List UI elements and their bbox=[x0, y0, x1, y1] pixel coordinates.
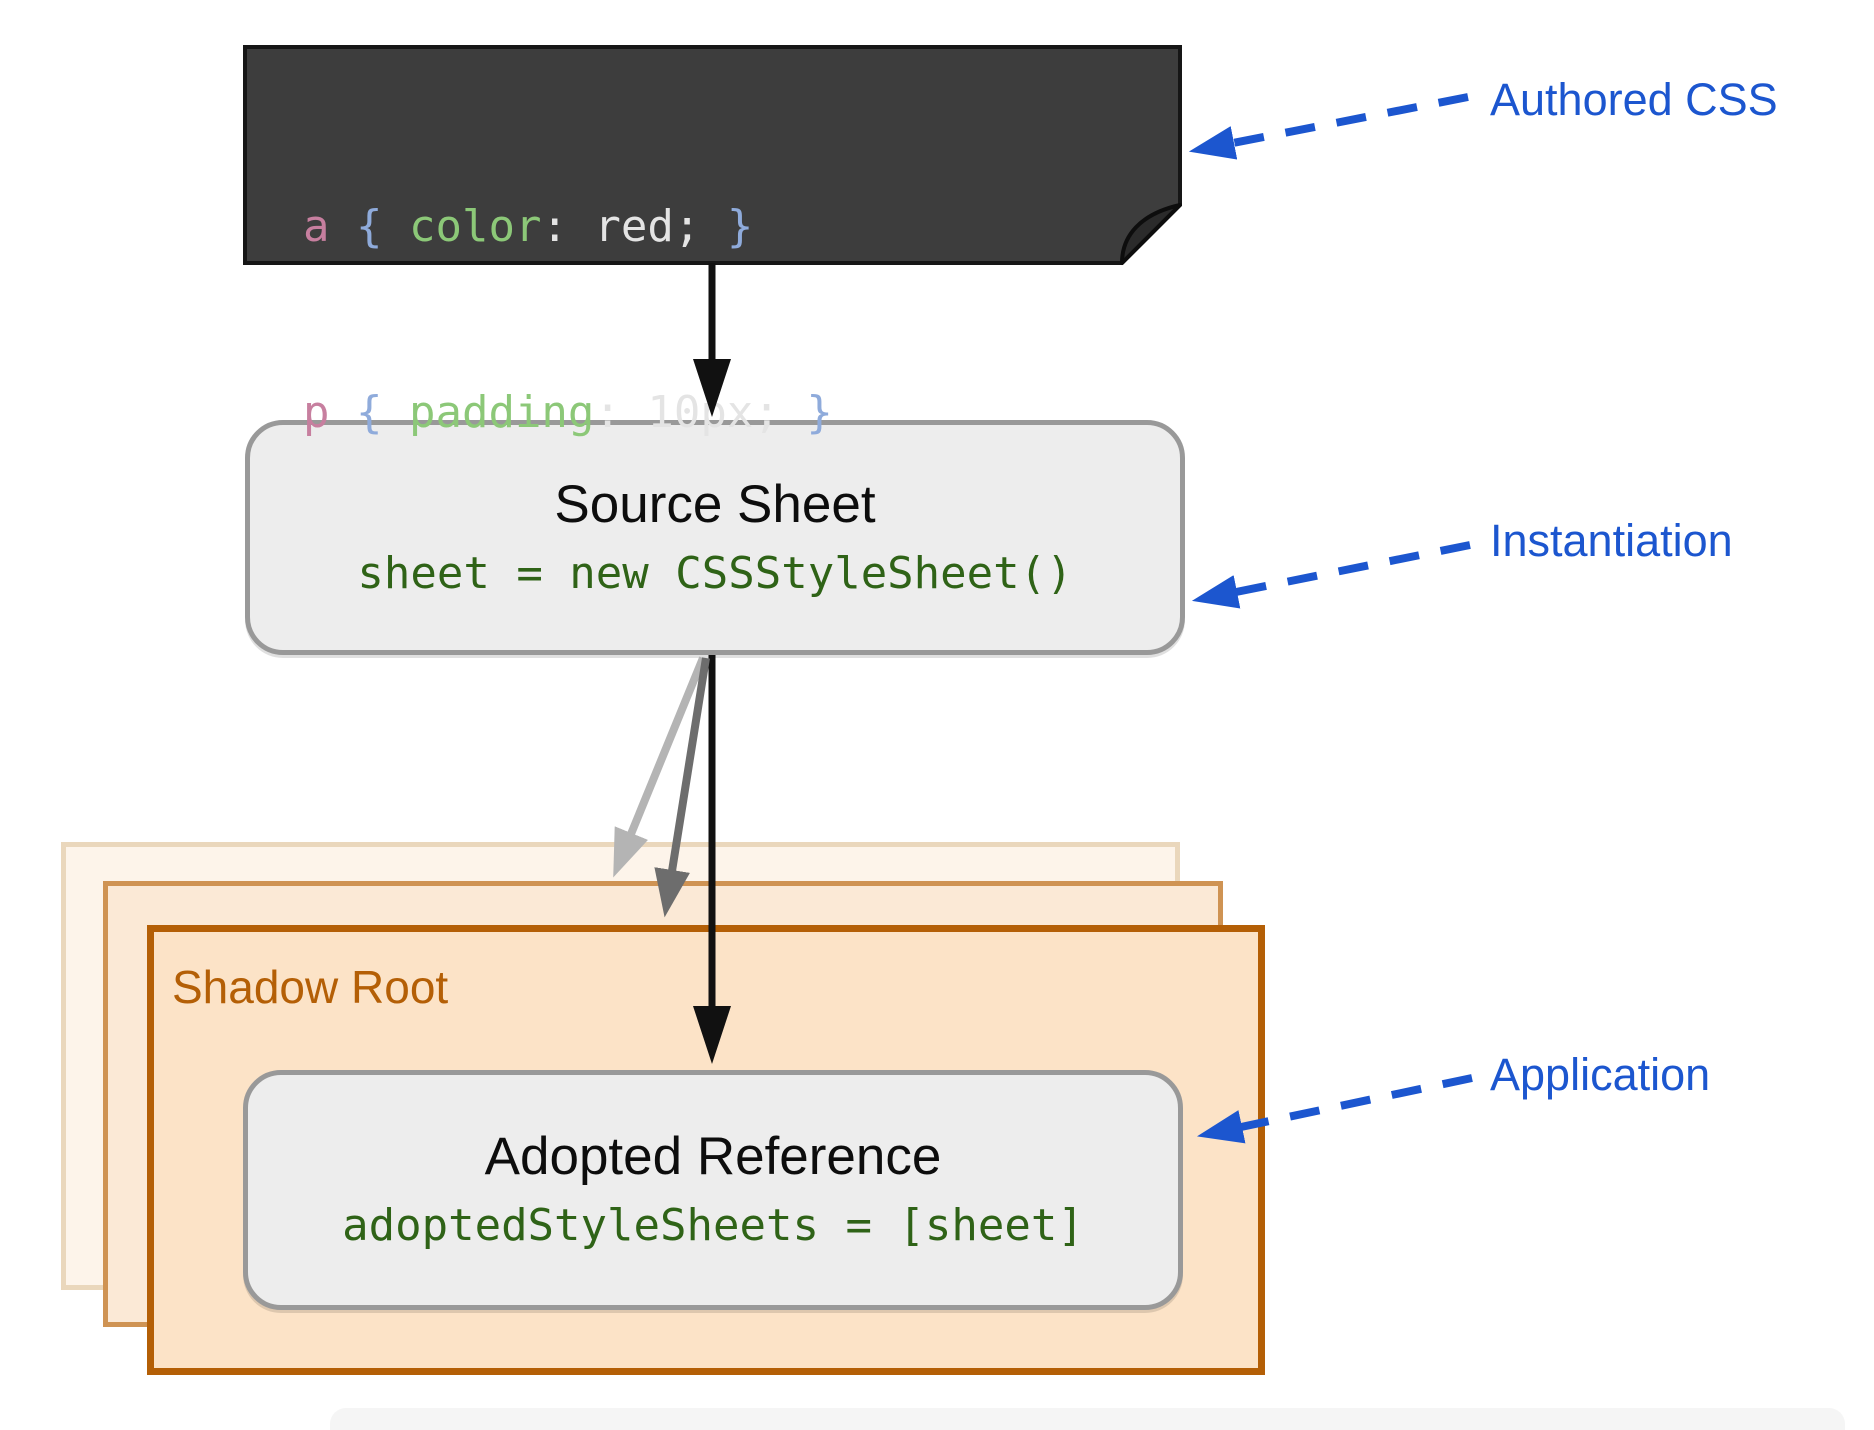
css-brace: { bbox=[329, 387, 409, 438]
authored-css-code: a { color: red; } p { padding: 10px; } bbox=[303, 72, 833, 568]
adopted-reference-code: adoptedStyleSheets = [sheet] bbox=[342, 1200, 1084, 1251]
css-selector: p bbox=[303, 387, 330, 438]
css-brace: } bbox=[806, 387, 833, 438]
css-rule-line-1: a { color: red; } bbox=[303, 196, 833, 258]
shadow-root-label: Shadow Root bbox=[172, 961, 449, 1013]
css-property: padding bbox=[408, 387, 595, 438]
source-sheet-box: Source Sheet sheet = new CSSStyleSheet() bbox=[245, 420, 1185, 655]
css-brace: { bbox=[329, 201, 409, 252]
css-rule-line-2: p { padding: 10px; } bbox=[303, 382, 833, 444]
css-selector: a bbox=[303, 201, 330, 252]
css-value: : red; bbox=[541, 201, 727, 252]
css-brace: } bbox=[726, 201, 754, 252]
arrow-source-to-shadow-middle bbox=[654, 657, 710, 918]
css-property: color bbox=[408, 201, 542, 252]
bottom-shadow-band bbox=[330, 1408, 1845, 1430]
arrow-source-to-shadow-back bbox=[613, 656, 707, 878]
adopted-reference-box: Adopted Reference adoptedStyleSheets = [… bbox=[243, 1070, 1183, 1310]
authored-css-label: Authored CSS bbox=[1490, 74, 1778, 125]
source-sheet-title: Source Sheet bbox=[554, 474, 876, 534]
application-label: Application bbox=[1490, 1049, 1711, 1100]
dashed-arrow-application bbox=[1196, 1074, 1473, 1144]
adopted-reference-title: Adopted Reference bbox=[484, 1127, 942, 1186]
source-sheet-code: sheet = new CSSStyleSheet() bbox=[357, 547, 1073, 599]
dashed-arrow-authored-css bbox=[1188, 93, 1469, 160]
folded-corner bbox=[1120, 203, 1182, 265]
dashed-arrow-instantiation bbox=[1191, 541, 1471, 609]
css-value: : 10px; bbox=[594, 387, 807, 438]
instantiation-label: Instantiation bbox=[1490, 515, 1733, 566]
